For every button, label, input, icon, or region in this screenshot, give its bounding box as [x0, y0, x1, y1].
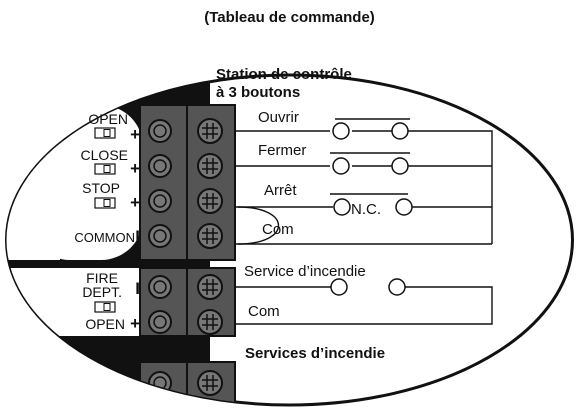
terminal-row-stop: [148, 188, 223, 214]
terminal-label-fire-open: OPEN: [85, 316, 125, 332]
fire-station-title: Services d’incendie: [245, 345, 385, 362]
button-label-close: Fermer: [258, 142, 306, 159]
contact-open-right: [391, 122, 409, 140]
common-loop: [237, 206, 279, 245]
station-title-line2: à 3 boutons: [216, 84, 300, 101]
terminal-label-dept: DEPT.: [82, 284, 122, 300]
diagram-caption: (Tableau de commande): [204, 9, 375, 26]
terminal-block-top: [139, 104, 236, 261]
terminal-label-close: CLOSE: [81, 147, 128, 163]
terminal-sign-fire-open: +: [130, 314, 140, 333]
terminal-sign-fire: I: [135, 279, 140, 298]
contact-close-right: [391, 157, 409, 175]
contact-fire-left: [330, 278, 348, 296]
terminal-sign-open: +: [130, 125, 140, 144]
wire-fire: [235, 286, 493, 325]
fire-common-label: Com: [248, 303, 280, 320]
button-label-stop: Arrêt: [264, 182, 297, 199]
switch-icon: [94, 163, 116, 175]
terminal-row-close: [148, 153, 223, 179]
contacts: [330, 122, 413, 296]
switch-icon: [94, 197, 116, 209]
terminal-row-open: [148, 118, 223, 144]
fire-button-label: Service d’incendie: [244, 263, 366, 280]
contact-stop-right: [395, 198, 413, 216]
terminal-label-stop: STOP: [82, 180, 120, 196]
contact-fire-right: [388, 278, 406, 296]
stop-contact-label: N.C.: [351, 201, 381, 218]
terminal-row-common: [148, 223, 223, 249]
contact-open-left: [332, 122, 350, 140]
switch-icon: [94, 127, 116, 139]
switch-icon: [94, 301, 116, 313]
terminal-label-common: COMMON: [74, 230, 135, 245]
station-title-line1: Station de contrôle: [216, 66, 352, 83]
button-label-open: Ouvrir: [258, 109, 299, 126]
terminal-labels: OPEN + CLOSE + STOP + COMMON I FIRE DEPT…: [74, 111, 140, 333]
terminal-label-open: OPEN: [88, 111, 128, 127]
wiring: [235, 118, 493, 325]
terminal-sign-stop: +: [130, 193, 140, 212]
terminal-label-fire: FIRE: [86, 270, 118, 286]
terminal-sign-close: +: [130, 159, 140, 178]
terminal-sign-common: I: [135, 227, 140, 246]
station-common-label: Com: [262, 221, 294, 238]
contact-close-left: [332, 157, 350, 175]
terminal-block-fire: [139, 267, 236, 337]
contact-stop-left: [333, 198, 351, 216]
